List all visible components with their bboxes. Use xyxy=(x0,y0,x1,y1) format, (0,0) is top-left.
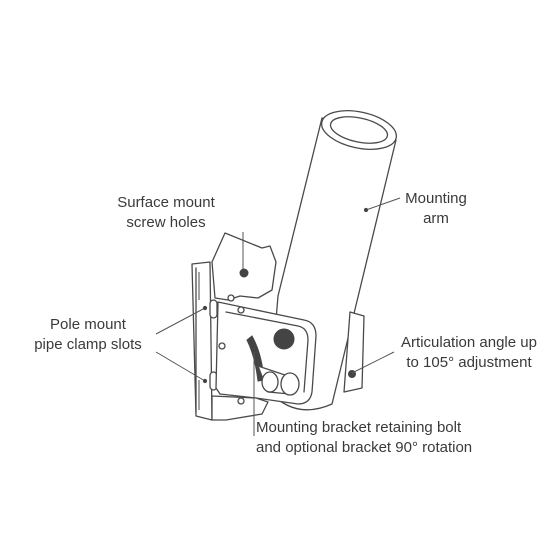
retaining-bolt-line-1: Mounting bracket retaining bolt xyxy=(256,419,462,436)
top-flange xyxy=(211,232,277,302)
mounting-arm-label: Mounting arm xyxy=(396,189,476,229)
mounting-arm-line-2: arm xyxy=(423,210,449,227)
retaining-bolt-line-2: and optional bracket 90° rotation xyxy=(256,439,473,456)
bottom-flange xyxy=(211,395,269,421)
articulation-line-2: to 105° adjustment xyxy=(406,354,532,371)
pole-mount-label: Pole mount pipe clamp slots xyxy=(26,315,150,355)
articulation-label: Articulation angle up to 105° adjustment xyxy=(394,333,544,373)
surface-mount-line-2: screw holes xyxy=(126,214,206,231)
wall-plate xyxy=(191,261,213,421)
surface-mount-line-1: Surface mount xyxy=(117,194,215,211)
leader-lines xyxy=(155,197,401,436)
articulation-bracket xyxy=(343,311,365,393)
pole-mount-line-2: pipe clamp slots xyxy=(34,336,142,353)
mounting-arm-line-1: Mounting xyxy=(405,190,467,207)
retaining-bolt-label: Mounting bracket retaining bolt and opti… xyxy=(256,418,496,458)
retaining-bolt xyxy=(257,365,300,396)
articulation-line-1: Articulation angle up xyxy=(401,334,537,351)
pole-mount-line-1: Pole mount xyxy=(50,316,126,333)
surface-mount-label: Surface mount screw holes xyxy=(104,193,228,233)
